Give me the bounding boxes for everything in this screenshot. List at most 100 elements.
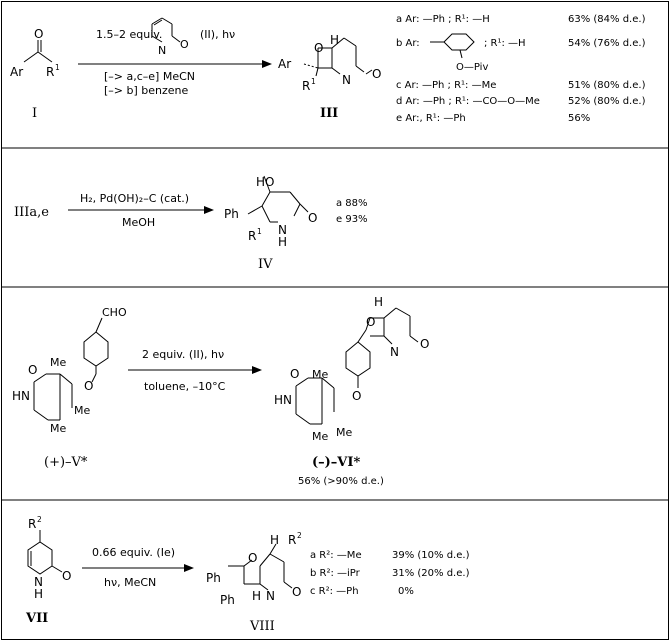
- N-IV: N: [278, 223, 287, 237]
- r1-sup-I: 1: [55, 63, 60, 72]
- r1-label-I: R: [46, 65, 54, 79]
- r1-label-IV: R: [248, 229, 256, 243]
- photo-reagent-3: 2 equiv. (II), hν: [142, 348, 224, 361]
- result-VIIIc-text: c R²: —Ph: [310, 586, 359, 597]
- arrow-1-head: [262, 60, 272, 68]
- Me1-V: Me: [50, 356, 66, 369]
- Ph2-VIII: Ph: [220, 593, 235, 607]
- r2-sup-VII: 2: [37, 515, 42, 524]
- r2-label-VIII: R: [288, 533, 296, 547]
- O2-VIII: O: [292, 585, 301, 599]
- result-IVa: a 88%: [336, 198, 368, 209]
- Me1-VI: Me: [312, 368, 328, 381]
- result-VIIIb-text: b R²: —iPr: [310, 568, 361, 579]
- result-a-text: a Ar: —Ph ; R¹: —H: [396, 14, 490, 25]
- result-a-yield: 63% (84% d.e.): [568, 14, 646, 25]
- HO-IV: HO: [256, 175, 274, 189]
- compound-III: [303, 37, 373, 77]
- Ph-IV: Ph: [224, 207, 239, 221]
- arrow-3-head: [252, 366, 262, 374]
- result-c-yield: 51% (80% d.e.): [568, 80, 646, 91]
- reagent-II-N: N: [158, 44, 166, 57]
- compound-VIII: [228, 543, 293, 591]
- compound-I: [23, 40, 53, 63]
- O4-VI: O: [352, 389, 361, 403]
- hydrogenation-reagent: H₂, Pd(OH)₂–C (cat.): [80, 192, 189, 205]
- label-III: III: [320, 106, 338, 121]
- result-c-text: c Ar: —Ph ; R¹: —Me: [396, 80, 496, 91]
- opiv-label: O—Piv: [456, 62, 488, 73]
- hydrogenation-solvent: MeOH: [122, 216, 155, 229]
- r2-sup-VIII: 2: [297, 531, 302, 540]
- reagent-II-O: O: [180, 38, 189, 51]
- O3-VI: O: [290, 367, 299, 381]
- O-VI: O: [366, 315, 375, 329]
- H-VIII: H: [270, 533, 279, 547]
- H-III: H: [330, 33, 339, 47]
- start-IIIae: IIIa,e: [14, 205, 49, 220]
- carbonyl-O-I: O: [34, 27, 43, 41]
- H-VII: H: [34, 587, 43, 601]
- result-d-text: d Ar: —Ph ; R¹: —CO—O—Me: [396, 96, 540, 107]
- r2-label-VII: R: [28, 517, 36, 531]
- arrow-4-head: [184, 564, 194, 572]
- O2-V: O: [84, 379, 93, 393]
- N-III: N: [342, 73, 351, 87]
- scheme-3: CHO O HN Me Me Me O (+)–V* 2 equiv. (II)…: [12, 295, 429, 487]
- arrow-2-head: [204, 206, 214, 214]
- result-VIIIc-yield: 0%: [398, 586, 414, 597]
- reagent-equiv-1: 1.5–2 equiv.: [96, 28, 162, 41]
- Ph1-VIII: Ph: [206, 571, 221, 585]
- compound-VI: [295, 307, 419, 425]
- O-III: O: [314, 41, 323, 55]
- result-b-text: b Ar:: [396, 38, 420, 49]
- reagent-II: [151, 17, 181, 43]
- scheme-4: R 2 O N H VII 0.66 equiv. (Ie) hν, MeCN …: [25, 515, 470, 634]
- reagent-II-id: (II), hν: [200, 28, 235, 41]
- O-VIII: O: [248, 551, 257, 565]
- condition-b: [–> b] benzene: [104, 84, 189, 97]
- H-IV: H: [278, 235, 287, 249]
- label-I: I: [32, 106, 37, 121]
- label-VI: (–)–VI*: [312, 455, 360, 470]
- result-b-text2: ; R¹: —H: [484, 38, 526, 49]
- H-VI: H: [374, 295, 383, 309]
- O-VII: O: [62, 569, 71, 583]
- CHO-V: CHO: [102, 306, 127, 319]
- Me2-VI: Me: [312, 430, 328, 443]
- label-VIII: VIII: [249, 619, 275, 634]
- label-V: (+)–V*: [44, 455, 88, 470]
- result-VIIIa-text: a R²: —Me: [310, 550, 362, 561]
- N-VI: N: [390, 345, 399, 359]
- r1-sup-III: 1: [311, 77, 316, 86]
- VI-yield: 56% (>90% d.e.): [298, 476, 384, 487]
- photo-conditions-3: toluene, –10°C: [144, 380, 226, 393]
- result-VIIIb-yield: 31% (20% d.e.): [392, 568, 470, 579]
- label-VII: VII: [25, 611, 48, 626]
- HN-V: HN: [12, 389, 30, 403]
- N-VII: N: [34, 575, 43, 589]
- compound-IV: [247, 175, 309, 223]
- ar-label-I: Ar: [10, 65, 23, 79]
- result-VIIIa-yield: 39% (10% d.e.): [392, 550, 470, 561]
- Me3-V: Me: [74, 404, 90, 417]
- result-d-yield: 52% (80% d.e.): [568, 96, 646, 107]
- scheme-1: O Ar R 1 I O N 1.5–2 equiv. (II), hν [–>…: [10, 14, 646, 124]
- scheme-2: IIIa,e H₂, Pd(OH)₂–C (cat.) MeOH HO Ph O…: [14, 175, 368, 272]
- Me3-VI: Me: [336, 426, 352, 439]
- O2-VI: O: [420, 337, 429, 351]
- HN-VI: HN: [274, 393, 292, 407]
- photo-reagent-4: 0.66 equiv. (Ie): [92, 546, 175, 559]
- r1-sup-IV: 1: [257, 227, 262, 236]
- N-VIII: N: [266, 589, 275, 603]
- photo-conditions-4: hν, MeCN: [104, 576, 156, 589]
- O-V: O: [28, 363, 37, 377]
- result-IVe: e 93%: [336, 214, 368, 225]
- compound-VII: [27, 530, 63, 575]
- result-b-yield: 54% (76% d.e.): [568, 38, 646, 49]
- Me2-V: Me: [50, 422, 66, 435]
- result-e-text: e Ar:, R¹: —Ph: [396, 113, 466, 124]
- O2-III: O: [372, 67, 381, 81]
